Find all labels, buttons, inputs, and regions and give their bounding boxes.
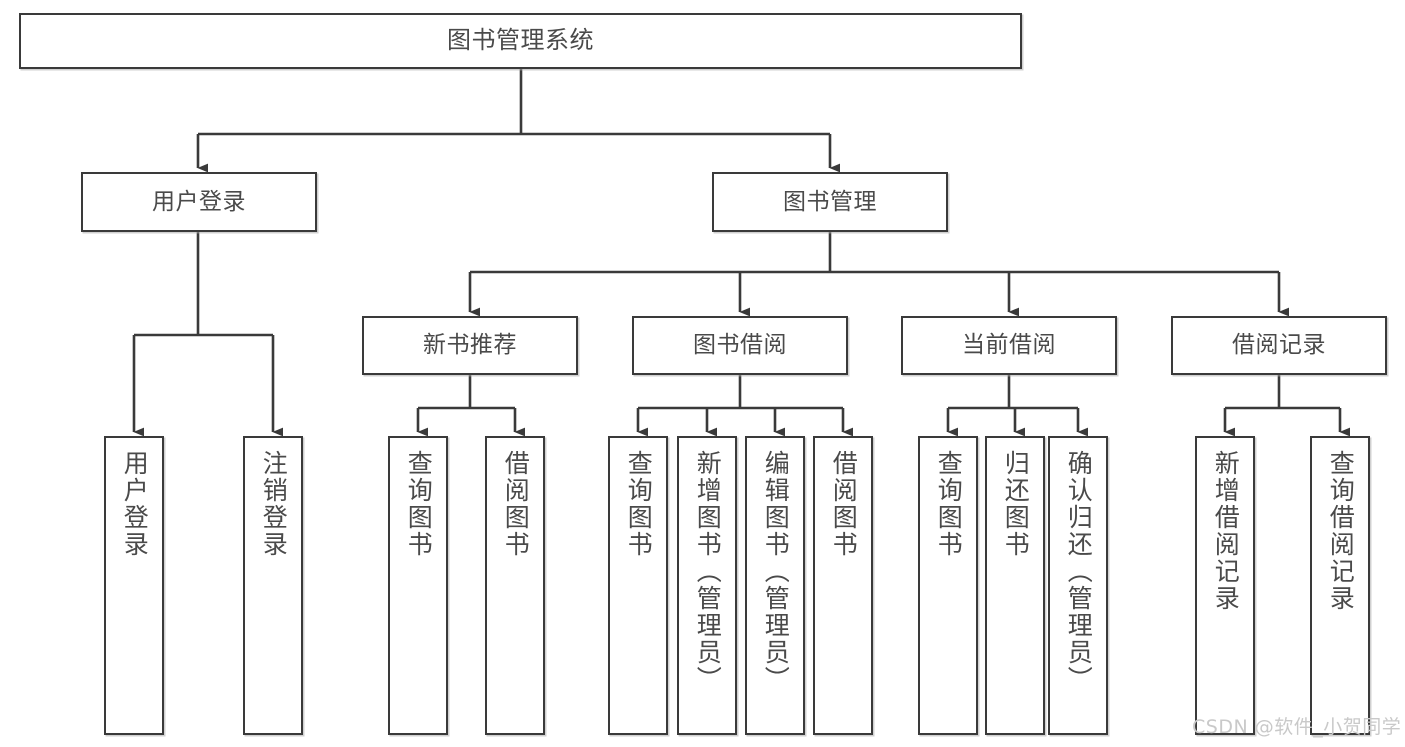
- node-label: 用户登录: [120, 450, 150, 558]
- node-borrow-record[interactable]: 借阅记录: [1171, 316, 1387, 375]
- leaf-user-logout[interactable]: 注销登录: [243, 436, 303, 735]
- leaf-current-confirm-return-admin[interactable]: 确认归还（管理员）: [1048, 436, 1108, 735]
- node-label: 新书推荐: [423, 332, 517, 359]
- node-label: 图书管理: [783, 188, 877, 215]
- node-label: 用户登录: [152, 188, 246, 215]
- leaf-borrow-add-book-admin[interactable]: 新增图书（管理员）: [677, 436, 737, 735]
- node-label: 归还图书: [1001, 450, 1031, 558]
- leaf-borrow-edit-book-admin[interactable]: 编辑图书（管理员）: [745, 436, 805, 735]
- leaf-record-add-borrow-record[interactable]: 新增借阅记录: [1195, 436, 1255, 735]
- leaf-record-query-borrow-record[interactable]: 查询借阅记录: [1310, 436, 1370, 735]
- leaf-current-query-books[interactable]: 查询图书: [918, 436, 978, 735]
- csdn-watermark: CSDN @软件_小贺同学: [1192, 716, 1402, 738]
- node-label: 查询图书: [404, 450, 434, 558]
- node-label: 查询借阅记录: [1326, 450, 1356, 612]
- node-label: 编辑图书（管理员）: [761, 450, 791, 693]
- node-label: 新增图书（管理员）: [693, 450, 723, 693]
- node-label: 注销登录: [259, 450, 289, 558]
- node-user-login[interactable]: 用户登录: [81, 172, 317, 232]
- node-label: 图书管理系统: [447, 26, 594, 55]
- node-label: 确认归还（管理员）: [1064, 450, 1094, 693]
- node-book-management[interactable]: 图书管理: [712, 172, 948, 232]
- node-book-borrow[interactable]: 图书借阅: [632, 316, 848, 375]
- leaf-borrow-query-books[interactable]: 查询图书: [608, 436, 668, 735]
- node-label: 查询图书: [934, 450, 964, 558]
- node-label: 当前借阅: [962, 332, 1056, 359]
- node-label: 借阅记录: [1232, 332, 1326, 359]
- node-label: 查询图书: [624, 450, 654, 558]
- node-label: 借阅图书: [829, 450, 859, 558]
- node-label: 借阅图书: [501, 450, 531, 558]
- leaf-current-return-books[interactable]: 归还图书: [985, 436, 1045, 735]
- node-label: 新增借阅记录: [1211, 450, 1241, 612]
- leaf-borrow-borrow-books[interactable]: 借阅图书: [813, 436, 873, 735]
- leaf-new-book-borrow-books[interactable]: 借阅图书: [485, 436, 545, 735]
- node-current-borrow[interactable]: 当前借阅: [901, 316, 1117, 375]
- node-root-book-management-system[interactable]: 图书管理系统: [19, 13, 1022, 69]
- leaf-new-book-query-books[interactable]: 查询图书: [388, 436, 448, 735]
- leaf-user-login[interactable]: 用户登录: [104, 436, 164, 735]
- node-new-book-recommend[interactable]: 新书推荐: [362, 316, 578, 375]
- node-label: 图书借阅: [693, 332, 787, 359]
